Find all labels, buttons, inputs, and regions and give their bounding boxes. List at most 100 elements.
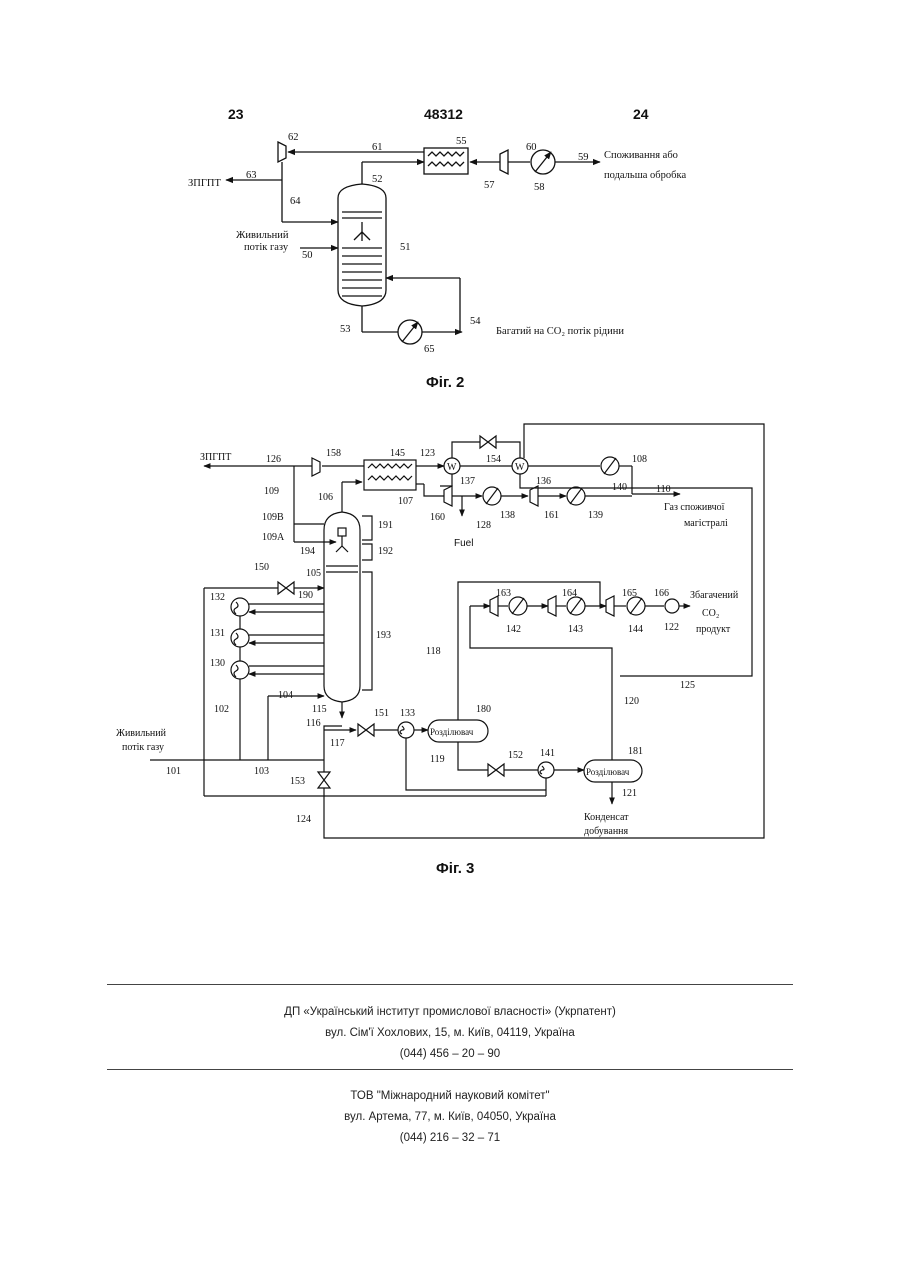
- label-192: 192: [378, 546, 393, 557]
- fig3-diagram: W W: [0, 400, 900, 870]
- footer-rule-top: [107, 984, 793, 985]
- label-106: 106: [318, 492, 333, 503]
- co2-rich-liquid-label: Багатий на CO₂ потік рідини: [496, 326, 624, 337]
- footer-address1: вул. Сім'ї Хохлових, 15, м. Київ, 04119,…: [0, 1027, 900, 1039]
- label-150: 150: [254, 562, 269, 573]
- label-151: 151: [374, 708, 389, 719]
- label-180: 180: [476, 704, 491, 715]
- condensate-line1: Конденсат: [584, 812, 629, 823]
- compressor-164: [548, 596, 556, 616]
- valve-150: [278, 582, 294, 594]
- label-125: 125: [680, 680, 695, 691]
- label-103: 103: [254, 766, 269, 777]
- label-130: 130: [210, 658, 225, 669]
- label-131: 131: [210, 628, 225, 639]
- label-109: 109: [264, 486, 279, 497]
- label-51: 51: [400, 242, 411, 253]
- svg-text:W: W: [447, 462, 457, 473]
- footer-phone2: (044) 216 – 32 – 71: [0, 1132, 900, 1144]
- label-124: 124: [296, 814, 311, 825]
- consume-line1: Споживання або: [604, 150, 678, 161]
- label-119: 119: [430, 754, 445, 765]
- label-152: 152: [508, 750, 523, 761]
- label-141: 141: [540, 748, 555, 759]
- footer-rule-middle: [107, 1069, 793, 1070]
- label-65: 65: [424, 344, 435, 355]
- gas-line1: Газ споживчої: [664, 502, 725, 513]
- label-118: 118: [426, 646, 441, 657]
- separator-181-label: Розділювач: [586, 767, 630, 777]
- exchanger-141: [538, 762, 554, 778]
- compressor-163: [490, 596, 498, 616]
- label-193: 193: [376, 630, 391, 641]
- label-109b: 109B: [262, 512, 284, 523]
- label-101: 101: [166, 766, 181, 777]
- label-165: 165: [622, 588, 637, 599]
- label-143: 143: [568, 624, 583, 635]
- footer-phone1: (044) 456 – 20 – 90: [0, 1048, 900, 1060]
- label-140: 140: [612, 482, 627, 493]
- label-136: 136: [536, 476, 551, 487]
- exchanger-131: [231, 629, 249, 647]
- label-60: 60: [526, 142, 537, 153]
- label-191: 191: [378, 520, 393, 531]
- label-62: 62: [288, 132, 299, 143]
- label-138: 138: [500, 510, 515, 521]
- label-109a: 109A: [262, 532, 285, 543]
- valve-152: [488, 764, 504, 776]
- label-181: 181: [628, 746, 643, 757]
- valve-154: [480, 436, 496, 448]
- label-160: 160: [430, 512, 445, 523]
- condensate-line2: добування: [584, 826, 629, 837]
- exchanger-130: [231, 661, 249, 679]
- pump-166: [665, 599, 679, 613]
- valve-151: [358, 724, 374, 736]
- label-139: 139: [588, 510, 603, 521]
- label-50: 50: [302, 250, 313, 261]
- compressor-160: [444, 486, 452, 506]
- label-54: 54: [470, 316, 481, 327]
- label-166: 166: [654, 588, 669, 599]
- valve-153: [318, 772, 330, 788]
- separator-180-label: Розділювач: [430, 727, 474, 737]
- label-194: 194: [300, 546, 315, 557]
- compressor-165: [606, 596, 614, 616]
- label-64: 64: [290, 196, 301, 207]
- label-128: 128: [476, 520, 491, 531]
- label-154: 154: [486, 454, 501, 465]
- label-61: 61: [372, 142, 383, 153]
- label-123: 123: [420, 448, 435, 459]
- heat-exchanger-55: [424, 148, 468, 174]
- expander-158: [312, 458, 320, 476]
- consume-line2: подальша обробка: [604, 170, 686, 181]
- label-115: 115: [312, 704, 327, 715]
- label-104: 104: [278, 690, 293, 701]
- label-110: 110: [656, 484, 671, 495]
- label-fuel: Fuel: [454, 538, 473, 549]
- svg-text:W: W: [515, 462, 525, 473]
- co2-label: CO₂: [702, 608, 719, 619]
- exchanger-133: [398, 722, 414, 738]
- label-161: 161: [544, 510, 559, 521]
- fig2-diagram: 62 61 55 60 59 63 ЗПГПТ 64 52 57 58 Спож…: [0, 0, 900, 400]
- label-53: 53: [340, 324, 351, 335]
- label-142: 142: [506, 624, 521, 635]
- label-164: 164: [562, 588, 577, 599]
- enriched-label: Збагачений: [690, 590, 739, 601]
- compressor-161: [530, 486, 538, 506]
- label-58: 58: [534, 182, 545, 193]
- label-121: 121: [622, 788, 637, 799]
- label-158: 158: [326, 448, 341, 459]
- expander-62: [278, 142, 286, 162]
- label-120: 120: [624, 696, 639, 707]
- label-52: 52: [372, 174, 383, 185]
- label-133: 133: [400, 708, 415, 719]
- exchanger-132: [231, 598, 249, 616]
- footer-org2: ТОВ "Міжнародний науковий комітет": [0, 1090, 900, 1102]
- label-153: 153: [290, 776, 305, 787]
- feed-line1: Живильний: [236, 230, 289, 241]
- footer-address2: вул. Артема, 77, м. Київ, 04050, Україна: [0, 1111, 900, 1123]
- label-117: 117: [330, 738, 345, 749]
- label-102: 102: [214, 704, 229, 715]
- feed-line1: Живильний: [116, 728, 167, 739]
